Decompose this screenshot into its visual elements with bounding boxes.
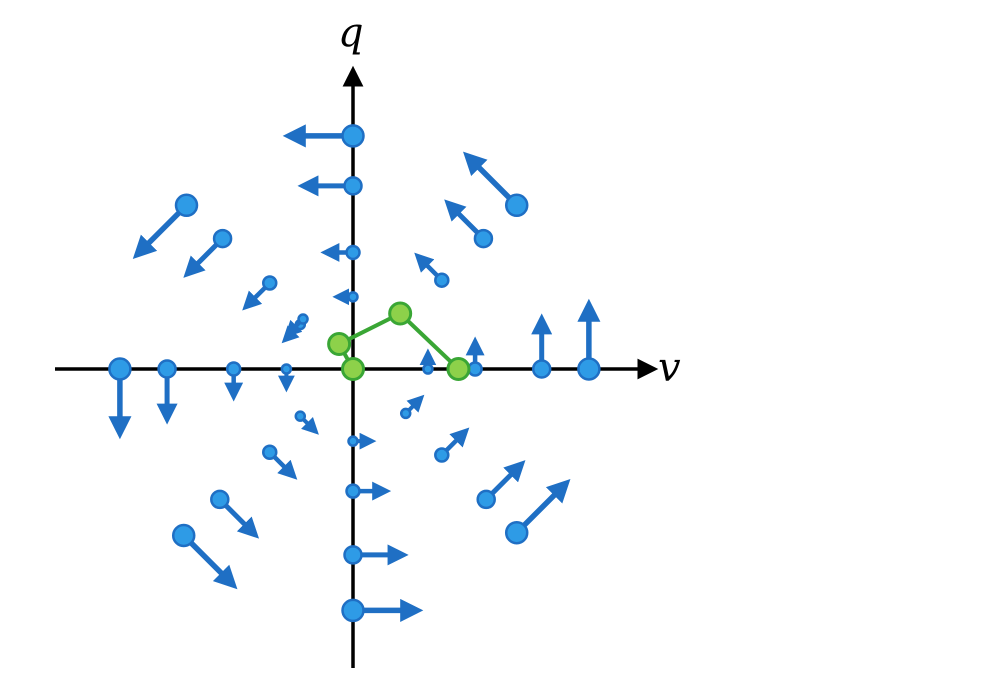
field-vector (183, 228, 233, 278)
field-vector (347, 432, 377, 450)
field-vector (419, 348, 437, 375)
field-vector-base (476, 489, 496, 510)
field-vector (577, 298, 601, 381)
field-vector-base (531, 359, 552, 379)
field-vector (132, 193, 199, 259)
field-vector (341, 598, 424, 623)
field-vector-base (345, 483, 361, 499)
field-vector-base (434, 447, 450, 463)
field-vector-base (294, 410, 307, 422)
field-vector (282, 124, 365, 148)
field-vector (463, 151, 529, 218)
field-vector (284, 313, 309, 338)
field-vector-base (108, 357, 132, 381)
trajectory-point (341, 357, 365, 381)
field-vector (294, 410, 319, 435)
trajectory-point (446, 357, 471, 381)
field-vector-base (341, 124, 365, 148)
field-vector (332, 288, 359, 306)
field-vector (156, 359, 178, 425)
field-vector (224, 361, 244, 402)
trajectory-path (327, 301, 471, 381)
field-vector-base (280, 363, 293, 375)
field-vector-base (434, 272, 450, 288)
field-vector (345, 481, 392, 501)
field-vector-base (341, 598, 365, 623)
field-vector (465, 336, 485, 377)
field-vector-base (174, 193, 199, 218)
field-vector (320, 242, 361, 262)
field-vector-base (262, 275, 278, 291)
field-vector (171, 523, 238, 590)
field-vector-base (210, 489, 230, 510)
field-vector (210, 489, 260, 539)
field-vector (277, 363, 295, 393)
field-vector-base (347, 291, 359, 303)
field-vector (297, 175, 363, 197)
trajectory-point (388, 301, 413, 326)
field-vector (399, 394, 425, 420)
field-vector-base (504, 520, 529, 545)
field-vector-base (157, 359, 177, 379)
field-vector-base (225, 361, 242, 377)
field-vector-base (422, 363, 434, 375)
field-vector-base (577, 357, 601, 381)
field-vector-base (399, 407, 412, 420)
trajectory-point (327, 332, 352, 357)
field-vector-base (467, 361, 483, 377)
field-vector-base (171, 523, 196, 548)
field-vector-base (504, 193, 529, 218)
field-vector-base (297, 313, 309, 325)
field-vector (262, 444, 298, 480)
field-vector-base (343, 176, 363, 196)
field-vector (504, 479, 571, 545)
field-vector (242, 275, 278, 311)
field-vector (414, 252, 450, 288)
field-vector-base (347, 435, 359, 447)
v-axis-label: v (658, 345, 681, 391)
field-vector (444, 199, 494, 249)
field-vector (343, 544, 409, 566)
field-vector (108, 357, 132, 440)
field-vector-base (345, 244, 361, 261)
vector-field (108, 124, 601, 623)
field-vector (476, 460, 526, 510)
field-vector-base (473, 228, 494, 249)
field-vector (434, 427, 470, 463)
field-vector-base (212, 228, 233, 249)
field-vector-base (262, 444, 278, 460)
field-vector-base (343, 545, 363, 565)
field-vector (531, 313, 553, 379)
q-axis-label: q (338, 10, 364, 56)
